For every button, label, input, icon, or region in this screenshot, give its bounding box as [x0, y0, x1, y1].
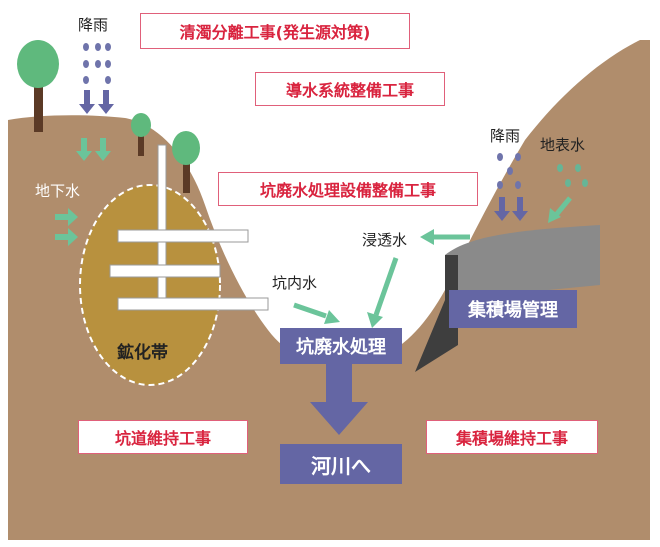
storage-maintenance-work-label: 集積場維持工事 [426, 420, 598, 454]
to-river-label: 河川へ [280, 444, 402, 484]
groundwater-arrows [55, 208, 78, 246]
tree-small [131, 113, 151, 156]
rain-drops-left [83, 43, 111, 84]
treatment-facility-work-label: 坑廃水処理設備整備工事 [218, 172, 478, 206]
discharge-arrow [310, 363, 368, 435]
tree-medium [172, 131, 200, 193]
tunnel-maintenance-work-label: 坑道維持工事 [78, 420, 248, 454]
storage-management-label: 集積場管理 [449, 290, 577, 328]
wastewater-treatment-label: 坑廃水処理 [280, 328, 402, 364]
surface-water-arrow [548, 196, 572, 223]
surface-water-label: 地表水 [540, 136, 586, 154]
mine-water-arrow [293, 302, 340, 324]
rain-drops-right [497, 153, 521, 189]
mine-water-label: 坑内水 [272, 274, 318, 292]
rain-arrows-left [79, 90, 114, 114]
rain-label-right: 降雨 [490, 127, 521, 145]
seepage-water-label: 浸透水 [362, 231, 408, 249]
conduit-work-label: 導水系統整備工事 [255, 72, 445, 106]
ore-zone-label: 鉱化帯 [117, 343, 168, 363]
infiltration-arrows [76, 138, 111, 161]
surface-water-drops [557, 164, 588, 187]
rain-arrows-right [494, 197, 528, 221]
tree-large [17, 40, 59, 132]
groundwater-label: 地下水 [35, 182, 81, 200]
storage-wall [415, 255, 458, 372]
rain-label-left: 降雨 [78, 16, 109, 34]
storage-pile [445, 225, 600, 300]
clean-separation-work-label: 清濁分離工事(発生源対策) [140, 13, 410, 49]
seepage-arrow-horizontal [420, 229, 470, 245]
ground-terrain [8, 40, 650, 540]
mine-tunnels [109, 144, 269, 311]
seepage-arrow-down [367, 257, 399, 328]
